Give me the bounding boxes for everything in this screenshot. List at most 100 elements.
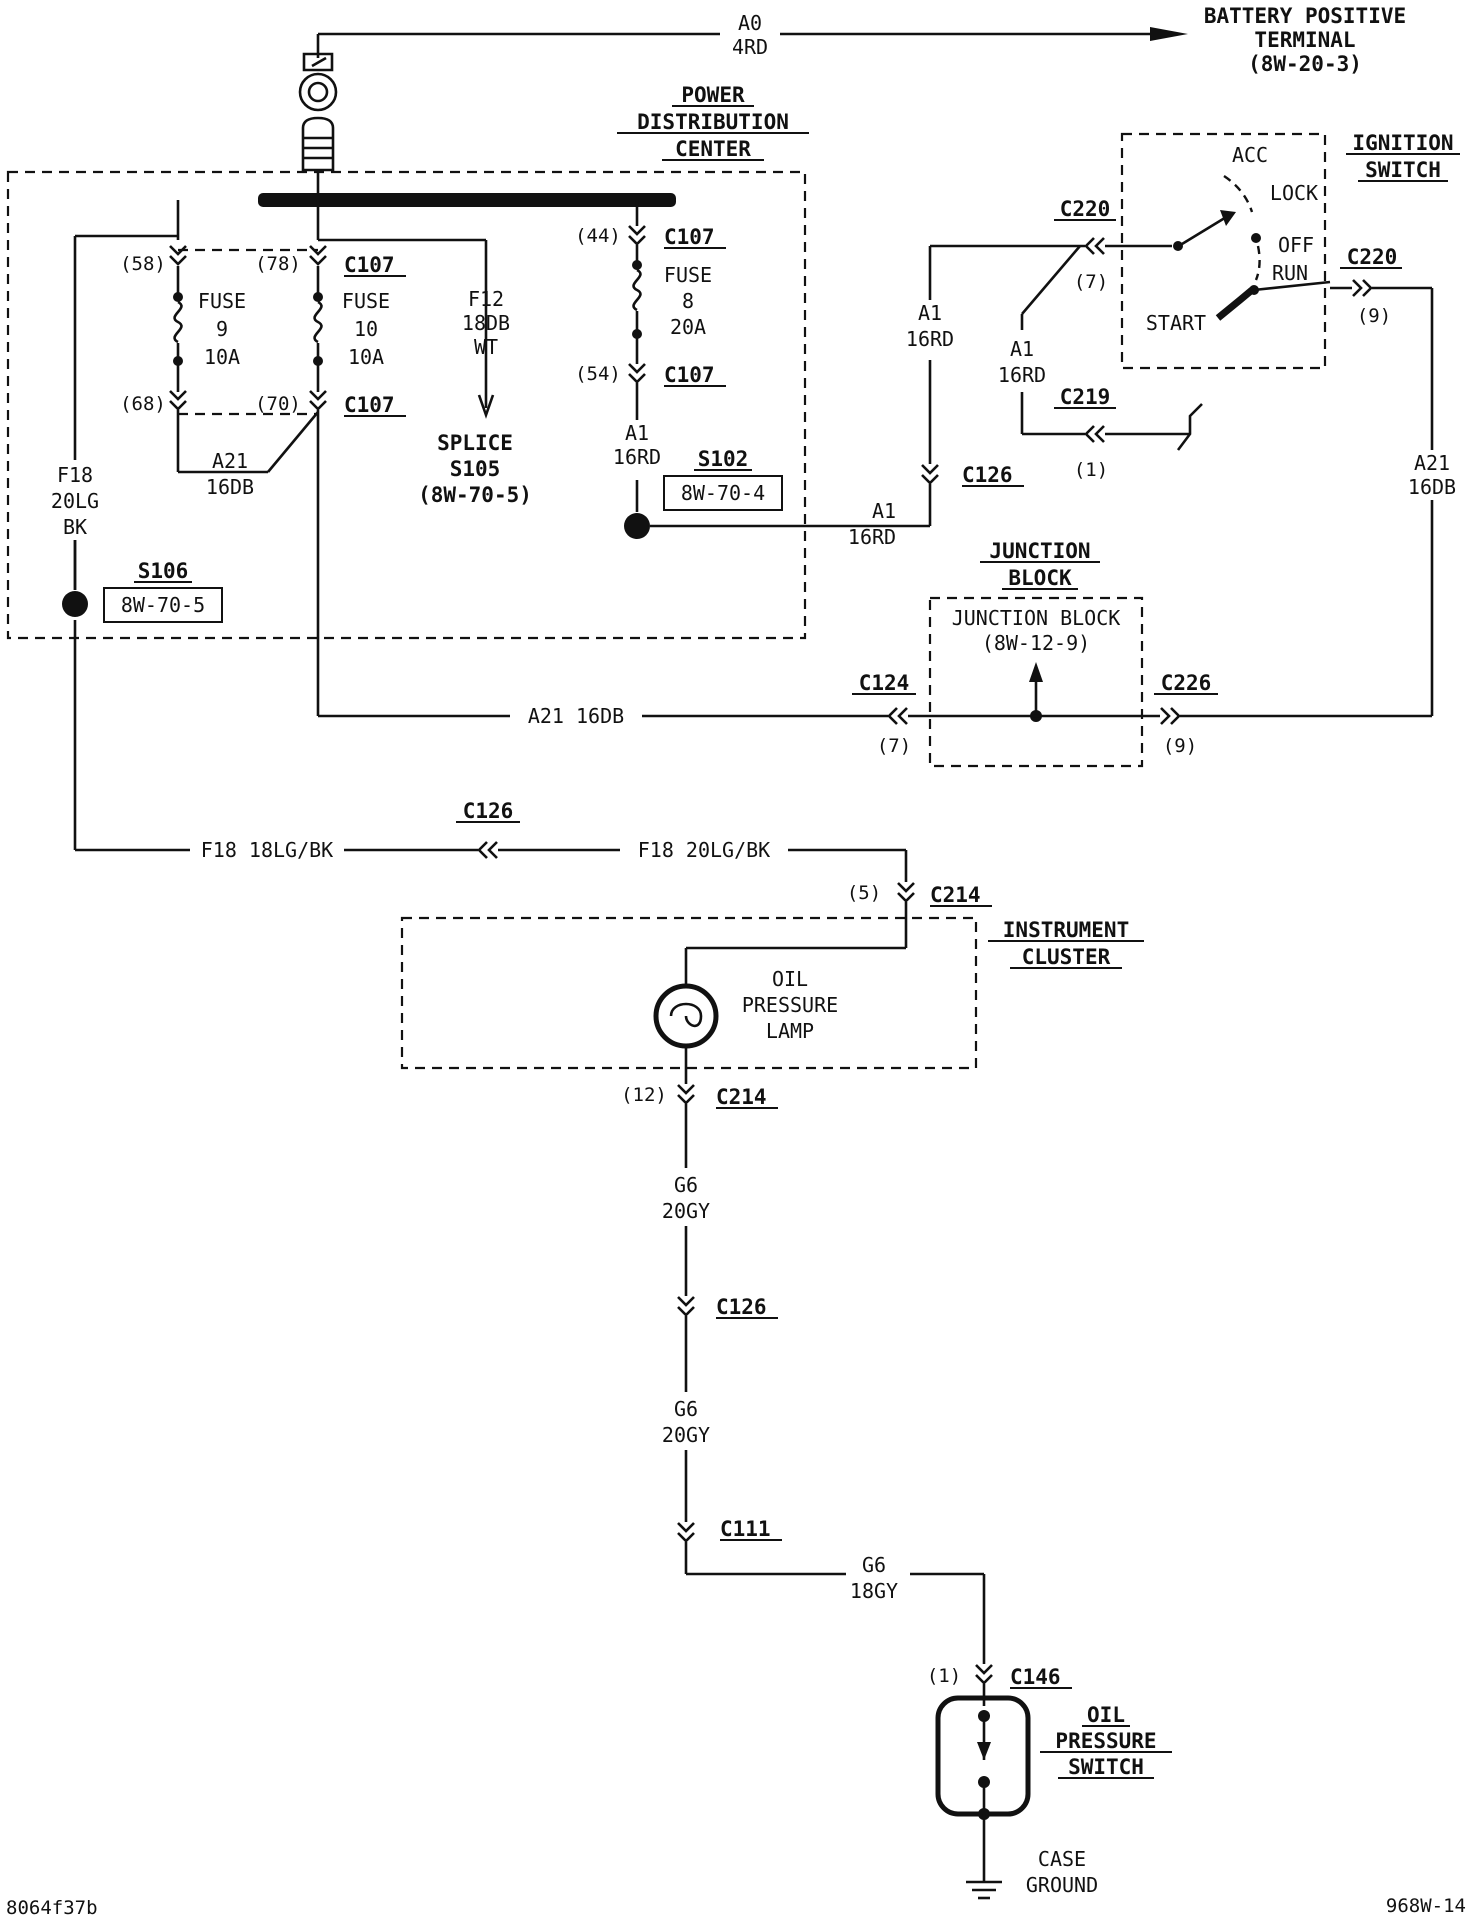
s106-ref: 8W-70-5 [121, 593, 205, 617]
a1-run-code: A1 [872, 499, 896, 523]
ground-label-line2: GROUND [1026, 1873, 1098, 1897]
fuse10-rating: 10A [348, 345, 384, 369]
a21-right-code: A21 [1414, 451, 1450, 475]
c219-pin: (1) [1074, 459, 1108, 481]
c226-id: C226 [1161, 671, 1212, 695]
c126-lower-id: C126 [716, 1295, 767, 1319]
fuse9-pin-out: (68) [120, 393, 166, 415]
fuse10-pin-in: (78) [255, 253, 301, 275]
ground-icon [966, 1880, 1002, 1900]
footer-left-code: 8064f37b [6, 1897, 98, 1919]
eyelet-terminal-icon [298, 52, 338, 200]
a1-pdc-spec: 16RD [613, 445, 661, 469]
a1-left-code: A1 [918, 301, 942, 325]
s102-id: S102 [698, 447, 749, 471]
oil-switch-title-line2: PRESSURE [1055, 1729, 1156, 1753]
c107-fuse8-in: C107 [664, 225, 715, 249]
c220-right-pin: (9) [1357, 305, 1391, 327]
f18-pdc-wire: F18 20LG BK [38, 460, 112, 850]
g6-b-spec: 20GY [662, 1423, 710, 1447]
c219-id: C219 [1060, 385, 1111, 409]
g6-a-spec: 20GY [662, 1199, 710, 1223]
a21-pdc-wire-label: A21 16DB [206, 449, 254, 499]
a1-run-spec: 16RD [848, 525, 896, 549]
s106-id: S106 [138, 559, 189, 583]
f12-color: WT [474, 335, 498, 359]
c214-bottom-pin: (12) [621, 1084, 667, 1106]
c214-top-pin: (5) [847, 882, 881, 904]
fuse8-pin-out: (54) [575, 363, 621, 385]
a21-right-spec: 16DB [1408, 475, 1456, 499]
pdc-title-line1: POWER [681, 83, 745, 107]
c124-id: C124 [859, 671, 910, 695]
f12-code: F12 [468, 287, 504, 311]
splice-s106-label: S106 8W-70-5 [103, 559, 223, 623]
case-ground-label: CASE GROUND [1026, 1847, 1098, 1897]
g6-b-code: G6 [674, 1397, 698, 1421]
f18-left-label: F18 18LG/BK [201, 838, 333, 862]
battery-label-line2: TERMINAL [1254, 28, 1355, 52]
junction-block-boundary [928, 596, 1144, 768]
junction-title-line2: BLOCK [1008, 566, 1072, 590]
splice-s105-id: S105 [450, 457, 501, 481]
c111-id: C111 [720, 1517, 771, 1541]
pdc-title: POWER DISTRIBUTION CENTER [617, 83, 809, 161]
instrument-cluster-boundary [400, 916, 978, 1070]
c214-top-id: C214 [930, 883, 981, 907]
fuse-10: (78) (70) FUSE 10 10A C107 C107 [255, 244, 406, 716]
cluster-title-line1: INSTRUMENT [1003, 918, 1129, 942]
c124-pin: (7) [877, 735, 911, 757]
junction-block-title: JUNCTION BLOCK [980, 539, 1100, 590]
a1-mid-code: A1 [1010, 337, 1034, 361]
fuse9-pin-in: (58) [120, 253, 166, 275]
fuse10-label: FUSE [342, 289, 390, 313]
fuse-8: (44) (54) FUSE 8 20A C107 C107 A1 16RD [575, 200, 726, 539]
fuse8-number: 8 [682, 289, 694, 313]
c226-pin: (9) [1163, 735, 1197, 757]
ignition-switch-boundary [1120, 132, 1327, 370]
splice-s105-ref: (8W-70-5) [418, 483, 532, 507]
footer-right-code: 968W-14 [1386, 1895, 1466, 1917]
c126-upper-id: C126 [962, 463, 1013, 487]
a1-mid-spec: 16RD [998, 363, 1046, 387]
ignition-title-line2: SWITCH [1365, 158, 1441, 182]
c146-id: C146 [1010, 1665, 1061, 1689]
splice-s105-label: SPLICE S105 (8W-70-5) [418, 431, 532, 507]
c219-connector: C219 (1) [1054, 385, 1203, 481]
oil-pressure-lamp: OIL PRESSURE LAMP [653, 967, 838, 1084]
a21-pdc-code: A21 [212, 449, 248, 473]
ignition-run: RUN [1272, 261, 1308, 285]
ignition-switch-mechanism: ACC LOCK OFF RUN START [1146, 143, 1331, 335]
splice-s106-dot [62, 591, 88, 617]
oil-switch-title-line3: SWITCH [1068, 1755, 1144, 1779]
f18-pdc-color: BK [63, 515, 87, 539]
battery-wire-a0: A0 4RD [316, 11, 1188, 59]
a1-pdc-code: A1 [625, 421, 649, 445]
c220-right-connector: C220 (9) [1330, 245, 1432, 327]
lamp-label-line1: OIL [772, 967, 808, 991]
c220-left-id: C220 [1060, 197, 1111, 221]
pdc-boundary [6, 170, 807, 640]
ground-label-line1: CASE [1038, 1847, 1086, 1871]
a0-wire-spec: 4RD [732, 35, 768, 59]
splice-s105-title: SPLICE [437, 431, 513, 455]
g6-wire-middle: G6 20GY C111 [662, 1397, 984, 1576]
pdc-title-line2: DISTRIBUTION [637, 110, 789, 134]
lamp-label-line3: LAMP [766, 1019, 814, 1043]
cluster-title-line2: CLUSTER [1022, 945, 1111, 969]
junction-block-body: JUNCTION BLOCK (8W-12-9) [952, 606, 1120, 722]
ignition-lock: LOCK [1270, 181, 1318, 205]
junction-title-line1: JUNCTION [989, 539, 1090, 563]
c214-bottom-id: C214 [716, 1085, 767, 1109]
ignition-acc: ACC [1232, 143, 1268, 167]
oil-switch-title-line1: OIL [1087, 1703, 1125, 1727]
a21-horizontal-wire: A21 16DB C124 (7) C226 (9) [318, 671, 1432, 757]
fuse-9: (58) (68) FUSE 9 10A [73, 234, 268, 590]
junction-inner-ref: (8W-12-9) [982, 631, 1090, 655]
c220-left-pin: (7) [1074, 271, 1108, 293]
splice-s102-label: S102 8W-70-4 [663, 447, 783, 511]
g6-wire-upper: G6 20GY C126 [662, 1173, 778, 1392]
g6-c-code: G6 [862, 1553, 886, 1577]
fuse9-rating: 10A [204, 345, 240, 369]
c107-fuse8-out: C107 [664, 363, 715, 387]
